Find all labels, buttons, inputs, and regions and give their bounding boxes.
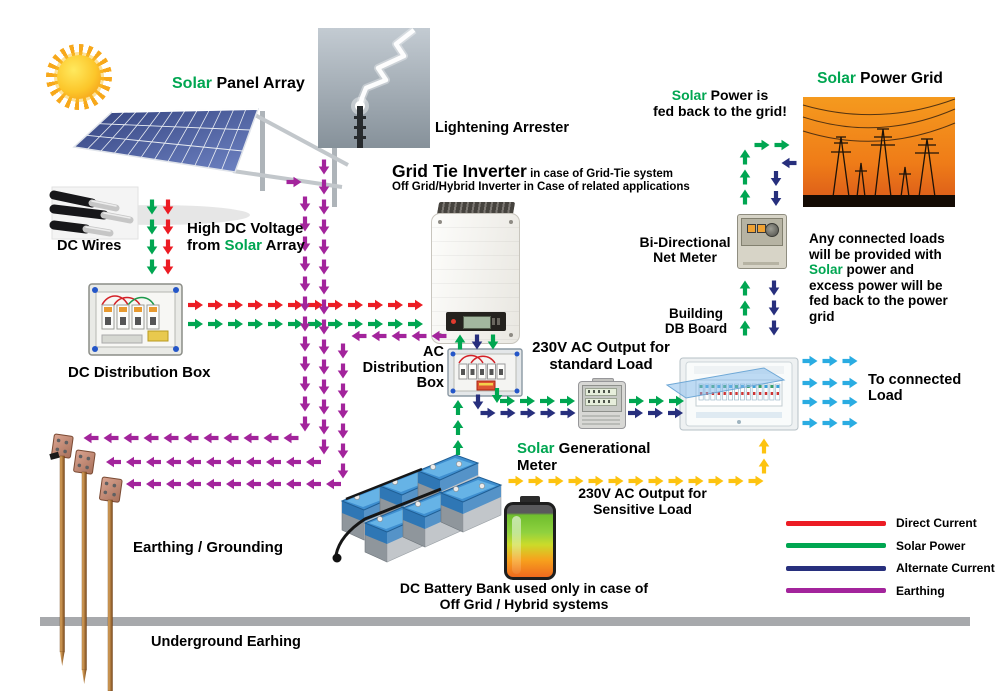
legend-item: Earthing	[786, 584, 995, 598]
solar-power-grid-label: Solar Power Grid	[800, 70, 960, 87]
meter-button	[747, 224, 756, 233]
battery-charge-icon	[504, 496, 556, 580]
inverter-buttons	[492, 318, 502, 325]
dc-distribution-box-photo	[88, 283, 183, 356]
underground-earthing-label: Underground Earhing	[151, 634, 301, 650]
dc-wires-label: DC Wires	[57, 238, 122, 254]
inverter-body	[431, 213, 520, 344]
legend-label: Direct Current	[896, 516, 977, 530]
legend-item: Alternate Current	[786, 561, 995, 575]
flow-red	[188, 299, 423, 311]
inverter-title: Grid Tie Inverter	[392, 161, 527, 181]
power-grid-photo	[802, 97, 956, 207]
any-connected-loads-label: Any connected loads will be provided wit…	[809, 231, 961, 324]
inverter-display	[446, 312, 506, 331]
solar-word: Solar	[809, 262, 843, 278]
building-db-board-photo	[665, 357, 799, 431]
flow-blue	[802, 355, 858, 367]
earthing-rod-icon	[49, 433, 74, 666]
label-text: power and excess power will be fed back …	[809, 262, 948, 324]
solar-panel-array-label: Solar Panel Array	[172, 75, 305, 93]
label-text: Power is	[706, 87, 769, 103]
label-text: fed back to the grid!	[653, 102, 787, 119]
flow-blue	[802, 417, 858, 429]
lightening-arrester-label: Lightening Arrester	[435, 120, 570, 136]
flow-green	[452, 400, 464, 455]
sun-icon	[46, 44, 112, 110]
solar-word: Solar	[671, 87, 707, 103]
inverter-led	[451, 319, 456, 324]
legend-line	[786, 565, 886, 571]
legend-item: Direct Current	[786, 516, 995, 530]
inverter-label-line2: Off Grid/Hybrid Inverter in Case of rela…	[392, 181, 690, 194]
flow-blue	[802, 396, 858, 408]
solar-word: Solar	[817, 70, 856, 87]
label-text: High DC Voltage	[187, 220, 304, 237]
output-sensitive-load-label: 230V AC Output for Sensitive Load	[578, 485, 707, 517]
label-text: Building	[669, 306, 723, 321]
meter-lcd	[585, 398, 617, 406]
underground-line	[40, 617, 970, 626]
inverter-lcd	[463, 316, 491, 329]
ac-distribution-box-label: AC Distribution Box	[362, 344, 444, 392]
legend-item: Solar Power	[786, 539, 995, 553]
solar-generational-meter-photo	[578, 378, 626, 429]
legend-label: Solar Power	[896, 538, 966, 553]
label-text: DB Board	[664, 320, 728, 336]
flow-navy	[781, 157, 797, 169]
dc-distribution-box-label: DC Distribution Box	[68, 364, 211, 381]
label-text: Any connected loads will be provided wit…	[809, 231, 945, 262]
label-text: Panel Array	[212, 75, 305, 92]
legend-line	[786, 520, 886, 526]
label-text: Net Meter	[653, 249, 717, 266]
flow-green	[739, 280, 751, 336]
ac-distribution-box-photo	[447, 348, 523, 397]
flow-green	[188, 318, 423, 330]
output-standard-load-label: 230V AC Output for standard Load	[532, 339, 670, 373]
solar-word: Solar	[224, 237, 263, 255]
label-text: Array	[262, 237, 305, 255]
grid-tie-inverter-label: Grid Tie Inverter in case of Grid-Tie sy…	[392, 161, 702, 194]
meter-face	[741, 218, 783, 246]
bi-directional-net-meter-photo	[737, 214, 787, 269]
dc-battery-bank-label: DC Battery Bank used only in case of Off…	[399, 580, 649, 612]
legend-label: Alternate Current	[896, 561, 995, 575]
solar-word: Solar	[172, 75, 213, 92]
label-text: from	[187, 237, 225, 255]
meter-lcd	[585, 388, 617, 396]
sun-core	[57, 55, 101, 99]
flow-navy	[628, 407, 683, 419]
flow-navy	[768, 280, 780, 336]
grid-tie-inverter-photo	[426, 202, 523, 344]
flow-navy	[770, 171, 782, 206]
label-text: Power Grid	[855, 70, 943, 87]
inverter-label-line1: Grid Tie Inverter in case of Grid-Tie sy…	[392, 161, 702, 181]
solar-word: Solar	[517, 440, 555, 457]
earthing-rod-icon	[99, 476, 123, 691]
flow-blue	[802, 377, 858, 389]
flow-green	[739, 139, 790, 205]
earthing-grounding-label: Earthing / Grounding	[133, 539, 283, 556]
panel-grid-lines	[86, 109, 251, 171]
lightning-arrester-photo	[318, 26, 430, 148]
label-text: Generational Meter	[517, 440, 651, 475]
inverter-suffix: in case of Grid-Tie system	[526, 168, 674, 180]
to-connected-load-label: To connected Load	[868, 372, 962, 404]
legend-line	[786, 543, 886, 548]
dc-wires-photo	[49, 186, 139, 240]
legend-line	[786, 588, 886, 593]
solar-generational-meter-label: Solar Generational Meter	[517, 440, 657, 475]
legend-label: Earthing	[896, 583, 945, 598]
battery-bank-photo	[332, 454, 503, 563]
flow-navy	[472, 394, 576, 419]
earthing-rod-icon	[73, 449, 96, 684]
meter-dial	[765, 223, 779, 237]
label-text: Bi-Directional	[639, 234, 731, 250]
